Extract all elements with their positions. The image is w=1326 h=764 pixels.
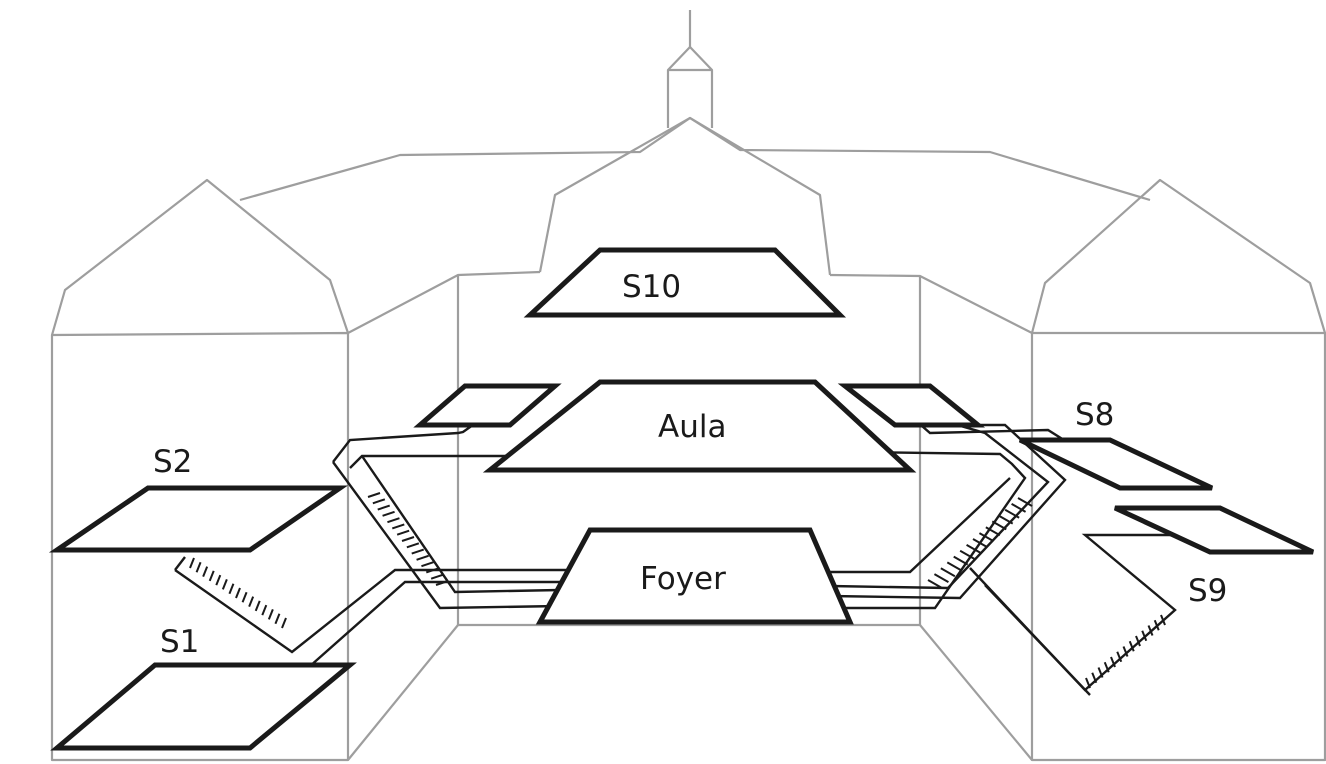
right-wing-body	[1030, 331, 1326, 762]
stair-left-step	[435, 580, 449, 586]
stair-right-step	[933, 573, 949, 584]
stair-s9-step	[1116, 651, 1123, 663]
zone-small-left	[413, 383, 562, 428]
stair-s2-step	[228, 583, 235, 595]
zone-s2	[48, 485, 349, 553]
stair-s9-step	[1128, 640, 1135, 652]
stair-s2-step	[215, 574, 222, 586]
stair-s2-step	[248, 596, 255, 607]
stair-right-step	[946, 561, 962, 572]
tower	[666, 45, 714, 128]
zone-small-right	[837, 383, 986, 428]
stair-left-step	[411, 548, 425, 555]
stair-right-step	[1004, 508, 1020, 519]
label-s9: S9	[1188, 573, 1227, 609]
center-body	[456, 275, 922, 627]
lower-right-step	[919, 624, 1033, 761]
stair-left-step	[416, 554, 429, 561]
connector-right	[829, 273, 1033, 334]
center-gable	[538, 116, 832, 276]
label-aula: Aula	[658, 409, 726, 445]
corridor-s2-ramp	[174, 568, 570, 654]
zone-foyer	[535, 527, 854, 625]
stair-s9-step	[1160, 614, 1166, 626]
zones	[48, 247, 1315, 751]
stair-left-step	[387, 517, 400, 524]
lower-left-step	[347, 624, 459, 761]
stair-right-step	[998, 514, 1014, 525]
stair-s2-step	[267, 609, 274, 620]
stair-s9-step	[1153, 619, 1160, 631]
stair-s9-step	[1141, 630, 1148, 642]
label-s1: S1	[160, 624, 199, 660]
corridor-right-aula	[830, 450, 1027, 610]
label-foyer: Foyer	[640, 561, 726, 597]
label-s10: S10	[622, 269, 681, 305]
stair-s2-step	[208, 570, 215, 582]
label-s2: S2	[153, 444, 192, 480]
stair-left-step	[377, 504, 391, 511]
stair-left-step	[396, 529, 410, 536]
stair-right-step	[959, 549, 975, 560]
stair-right-step	[1017, 497, 1033, 507]
corridor-s1-link	[291, 580, 570, 683]
stair-s9-step	[1135, 635, 1141, 647]
stair-s2-step	[235, 587, 241, 599]
stair-s2-step	[202, 566, 209, 577]
stair-s2-step	[254, 600, 261, 612]
stair-s2-step	[241, 591, 248, 603]
corridor-left-inner-down	[361, 455, 561, 594]
stair-left-step	[430, 573, 444, 580]
corridor-s9-ramp-inner	[984, 584, 1091, 696]
stairs	[189, 492, 1166, 689]
stair-s9-step	[1147, 625, 1154, 636]
corridor-right-foyer	[830, 477, 1011, 574]
zone-s8	[1018, 437, 1214, 491]
right-wing-roof	[1030, 178, 1326, 334]
stair-right-step	[953, 555, 969, 566]
left-wing-roof	[50, 178, 350, 336]
corridor-s9-ramp	[969, 533, 1185, 692]
stair-left-step	[372, 498, 386, 505]
stair-left-step	[406, 542, 420, 549]
zone-s1	[50, 662, 357, 751]
stair-s9-step	[1110, 656, 1116, 668]
main-roof	[239, 116, 1151, 202]
zone-s9	[1113, 505, 1315, 555]
zone-aula	[482, 379, 917, 473]
stair-left-step	[367, 492, 381, 498]
stair-left-step	[425, 567, 439, 574]
labels: S10 Aula Foyer S2 S1 S8 S9	[153, 269, 1227, 660]
corridor-left-loop	[332, 461, 561, 610]
building-outline	[50, 10, 1326, 762]
stair-left-step	[401, 536, 415, 542]
zone-s10	[523, 247, 847, 318]
stair-right-step	[991, 520, 1007, 531]
stair-s2-step	[281, 617, 287, 629]
stair-left-step	[421, 561, 434, 568]
stair-right-step	[966, 543, 982, 554]
stair-s9-step	[1122, 646, 1129, 657]
stair-s9-step	[1091, 672, 1098, 684]
stair-right-step	[940, 567, 956, 578]
stair-s9-step	[1103, 661, 1110, 673]
stair-left-step	[382, 510, 395, 517]
corridor-s2-ramp-inner	[174, 556, 186, 571]
stair-s2-step	[274, 613, 281, 625]
label-s8: S8	[1075, 397, 1114, 433]
stair-s9-step	[1097, 667, 1104, 678]
stair-s2-step	[261, 604, 268, 616]
stair-right-step	[1011, 502, 1027, 513]
stair-s2-step	[221, 579, 228, 590]
stair-s2-step	[189, 557, 195, 569]
stair-right-step	[978, 532, 994, 543]
connector-left	[347, 270, 541, 334]
stair-right-step	[985, 526, 1001, 537]
stair-right-step	[927, 579, 943, 589]
stair-right-step	[972, 538, 988, 548]
stair-left-step	[391, 523, 405, 530]
stair-s2-step	[195, 561, 202, 573]
stair-s9-step	[1085, 677, 1091, 689]
